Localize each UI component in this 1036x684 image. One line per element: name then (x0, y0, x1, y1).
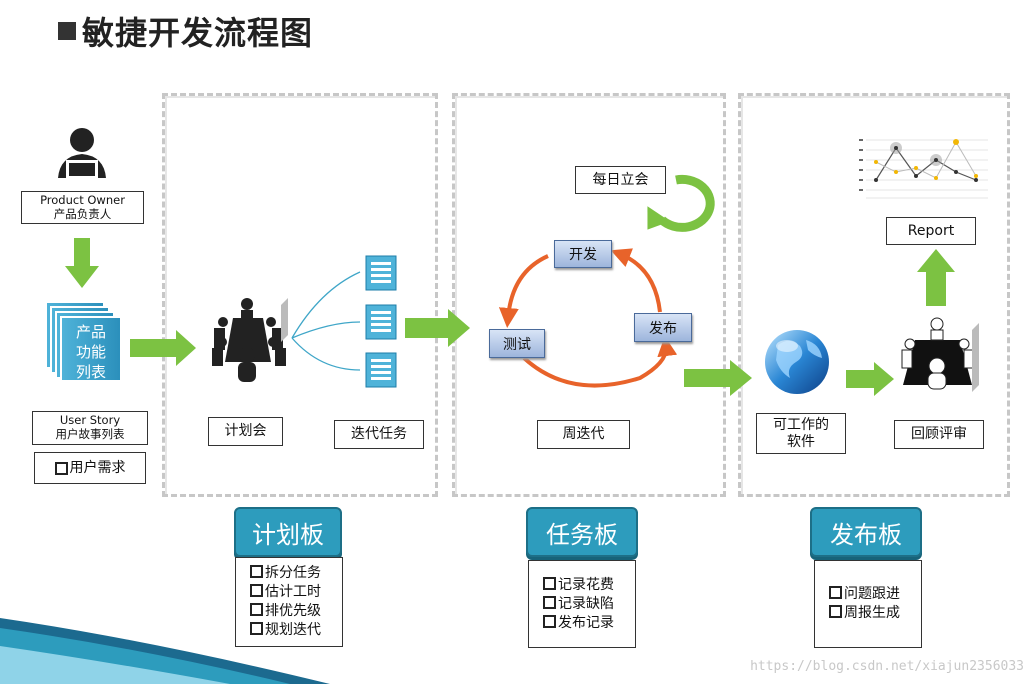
plan-board-title: 计划板 (234, 507, 342, 557)
backlog-stack-icon (45, 301, 122, 382)
daily-standup-box: 每日立会 (575, 166, 666, 194)
user-need-box: 用户需求 (34, 452, 146, 484)
list-item: 估计工时 (250, 583, 342, 602)
title-square-icon (58, 22, 76, 40)
list-item: 记录缺陷 (543, 595, 635, 614)
checkbox-icon (54, 461, 68, 475)
checkbox-icon (250, 584, 263, 597)
report-chart-icon (859, 139, 988, 199)
checkbox-icon (250, 622, 263, 635)
product-owner-box: Product Owner 产品负责人 (21, 191, 144, 224)
arrow-down-icon (65, 238, 99, 288)
iteration-tasks-box: 迭代任务 (334, 420, 424, 449)
arrow-right-icon (846, 362, 894, 396)
checkbox-icon (829, 605, 842, 618)
user-story-box: User Story 用户故事列表 (32, 411, 148, 445)
list-item: 记录花费 (543, 576, 635, 595)
checkbox-icon (250, 603, 263, 616)
globe-icon (765, 330, 829, 394)
product-owner-icon (58, 128, 106, 178)
watermark: https://blog.csdn.net/xiajun2356033 (750, 659, 1024, 674)
corner-swoosh-decoration (0, 618, 330, 684)
checkbox-icon (250, 565, 263, 578)
review-box: 回顾评审 (894, 420, 984, 449)
task-board-title: 任务板 (526, 507, 638, 557)
arrow-right-icon (130, 330, 196, 366)
backlog-label: 产品 功能 列表 (75, 323, 106, 381)
arrow-right-icon (405, 309, 470, 347)
release-board-list: 问题跟进 周报生成 (814, 560, 922, 648)
list-item: 发布记录 (543, 614, 635, 633)
weekly-sprint-box: 周迭代 (537, 420, 630, 449)
release-panel (738, 93, 1010, 497)
task-branch-lines (291, 271, 361, 371)
arrow-up-icon (917, 249, 955, 306)
working-software-box: 可工作的 软件 (756, 413, 846, 454)
list-item: 拆分任务 (250, 564, 342, 583)
list-item: 问题跟进 (829, 585, 921, 604)
sprint-panel (452, 93, 726, 497)
checkbox-icon (829, 586, 842, 599)
list-item: 排优先级 (250, 602, 342, 621)
checkbox-icon (543, 576, 556, 590)
checkbox-icon (543, 614, 556, 628)
task-doc-icons (365, 255, 397, 388)
task-board-list: 记录花费 记录缺陷 发布记录 (528, 560, 636, 648)
plan-board-list: 拆分任务 估计工时 排优先级 规划迭代 (235, 557, 343, 647)
list-item: 规划迭代 (250, 621, 342, 640)
review-meeting-icon (901, 317, 975, 390)
develop-box: 开发 (554, 240, 612, 268)
page-title: 敏捷开发流程图 (58, 8, 313, 54)
arrow-right-icon (684, 360, 752, 396)
iteration-cycle-arrows (498, 248, 678, 388)
meeting-shadow (281, 298, 288, 342)
meeting-table-icon (212, 298, 286, 382)
report-box: Report (886, 217, 976, 245)
planning-panel (162, 93, 438, 497)
list-item: 周报生成 (829, 604, 921, 623)
review-shadow (972, 323, 979, 392)
plan-meeting-box: 计划会 (208, 417, 283, 446)
release-box: 发布 (634, 313, 692, 342)
release-board-title: 发布板 (810, 507, 922, 557)
checkbox-icon (543, 595, 556, 609)
test-box: 测试 (489, 329, 545, 358)
standup-cycle-icon (647, 174, 715, 232)
